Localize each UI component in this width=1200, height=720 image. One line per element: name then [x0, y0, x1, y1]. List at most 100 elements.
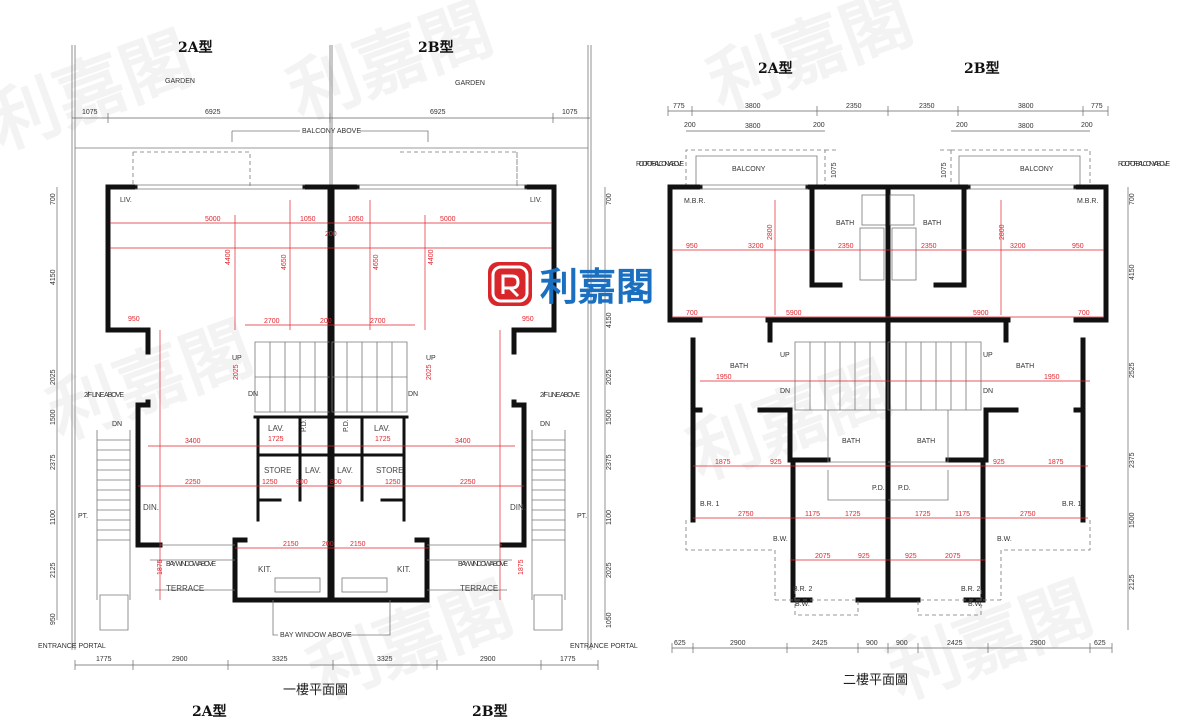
red-dimension-label: 925 [905, 553, 917, 560]
red-dimension-label: 5000 [440, 216, 456, 223]
second-floor-side-dims: 700 4150 2525 2375 1500 2125 [1129, 193, 1136, 590]
watermark: 利嘉閣 利嘉閣 利嘉閣 利嘉閣 利嘉閣 利嘉閣 利嘉閣 [0, 0, 1103, 716]
unit-2a-title: 2A型 [178, 39, 213, 56]
plan-label: 1075 [831, 162, 838, 178]
balcony-label: BALCONY [1020, 166, 1054, 173]
plan-label: TERRACE [460, 584, 498, 593]
red-dimension-label: 5000 [205, 216, 221, 223]
red-dimension-label: 2025 [233, 364, 240, 380]
first-floor-side-dims: 700 4150 2025 1500 2375 1100 2125 950 70… [50, 193, 613, 628]
red-dimension-label: 800 [296, 479, 308, 486]
plan-label: PT. [78, 513, 88, 520]
red-dimension-label: 2750 [738, 511, 754, 518]
plan-label: 3325 [377, 656, 393, 663]
plan-label: 2375 [50, 454, 57, 470]
red-dimension-label: 2150 [350, 541, 366, 548]
plan-label: STORE [264, 466, 291, 475]
plan-label: 900 [896, 640, 908, 647]
plan-label: B.R. 1 [1062, 501, 1082, 508]
plan-label: 625 [674, 640, 686, 647]
second-floor-top-dims: 775 3800 2350 2350 3800 775 200 3800 200… [673, 103, 1103, 130]
balcony-above-label: BALCONY ABOVE [302, 128, 361, 135]
dim-label: 1075 [82, 109, 98, 116]
plan-label: 利嘉閣 [0, 16, 203, 166]
red-dimension-label: 4650 [373, 254, 380, 270]
brand-logo: 利嘉閣 [488, 262, 654, 309]
plan-label: 2425 [947, 640, 963, 647]
red-dimension-label: 1725 [845, 511, 861, 518]
plan-label: DN [540, 421, 550, 428]
plan-label: B.W. [968, 601, 983, 608]
plan-label: 700 [1129, 193, 1136, 205]
red-dimension-label: 1175 [805, 511, 820, 518]
plan-label: 950 [50, 613, 57, 625]
red-dimension-label: 1875 [715, 459, 731, 466]
plan-label: 775 [1091, 103, 1103, 110]
dim-label: 1075 [562, 109, 578, 116]
plan-label: M.B.R. [684, 198, 705, 205]
roof-label: ROOF OF BALCONY ABOVE [1118, 161, 1170, 168]
unit-2b-title: 2B型 [418, 39, 454, 56]
unit-2b-title: 2B型 [964, 60, 1000, 77]
first-floor-caption: 一樓平面圖 [283, 683, 348, 698]
plan-label: 2025 [50, 369, 57, 385]
red-dimension-label: 2800 [767, 224, 774, 240]
red-dimension-label: 4400 [225, 249, 232, 265]
plan-label: UP [426, 355, 436, 362]
plan-label: 3800 [1018, 103, 1034, 110]
balcony-label: BALCONY [732, 166, 766, 173]
plan-label: BATH [917, 438, 935, 445]
red-dimension-label: 1050 [348, 216, 364, 223]
next-plan-title-2b: 2B型 [472, 703, 508, 720]
red-dimension-label: 1725 [375, 436, 391, 443]
red-dimension-label: 925 [858, 553, 870, 560]
plan-label: LAV. [268, 424, 284, 433]
red-dimension-label: 5900 [786, 310, 802, 317]
plan-label: LIV. [530, 197, 542, 204]
plan-label: 2350 [919, 103, 935, 110]
dim-label: 6925 [430, 109, 446, 116]
garden-label: GARDEN [455, 80, 485, 87]
plan-label: 2/F LINE ABOVE [84, 392, 124, 399]
second-floor-caption: 二樓平面圖 [843, 673, 908, 688]
plan-label: UP [780, 352, 790, 359]
dim-label: 6925 [205, 109, 221, 116]
first-floor-plan: 2A型 2B型 GARDEN GARDEN 1075 6925 6925 107… [38, 39, 638, 698]
plan-label: 1500 [50, 409, 57, 425]
plan-label: ENTRANCE PORTAL [38, 643, 106, 650]
red-dimension-label: 1950 [716, 374, 732, 381]
plan-label: 200 [684, 122, 696, 129]
plan-label: LIV. [120, 197, 132, 204]
red-dimension-label: 950 [128, 316, 140, 323]
plan-label: BATH [836, 220, 854, 227]
plan-label: 3325 [272, 656, 288, 663]
red-dimension-label: 700 [1078, 310, 1090, 317]
red-dimension-label: 2250 [460, 479, 476, 486]
red-dimension-label: 2700 [264, 318, 280, 325]
red-dimension-label: 3200 [1010, 243, 1026, 250]
red-dimension-label: 700 [686, 310, 698, 317]
plan-label: 2900 [1030, 640, 1046, 647]
plan-label: DN [248, 391, 258, 398]
plan-label: 3800 [745, 103, 761, 110]
plan-label: B.W. [997, 536, 1012, 543]
plan-label: BATH [923, 220, 941, 227]
plan-label: 700 [50, 193, 57, 205]
plan-label: BATH [842, 438, 860, 445]
plan-label: B.W. [773, 536, 788, 543]
red-dimension-label: 1875 [518, 559, 525, 575]
plan-label: P.D. [898, 485, 911, 492]
red-dimension-label: 4400 [428, 249, 435, 265]
plan-label: BATH [730, 363, 748, 370]
plan-label: P.D. [872, 485, 885, 492]
first-floor-bottom-dims: 1775 2900 3325 3325 2900 1775 [96, 656, 576, 663]
plan-label: STORE [376, 466, 403, 475]
red-dimension-label: 2025 [426, 364, 433, 380]
plan-label: DN [408, 391, 418, 398]
plan-label: BAY WINDOW ABOVE [458, 561, 508, 568]
plan-label: P.D. [343, 419, 350, 432]
red-dimension-label: 2250 [185, 479, 201, 486]
unit-2b-second-floor-walls [885, 184, 1109, 616]
plan-label: 2025 [606, 369, 613, 385]
